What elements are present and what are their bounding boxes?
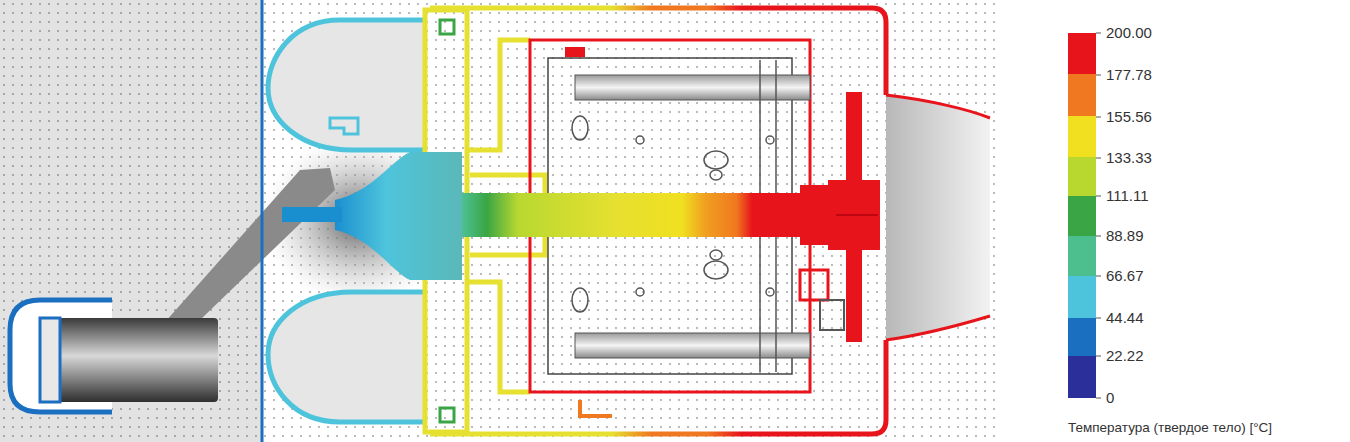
rotor-part bbox=[836, 214, 878, 216]
combustion-chamber-part-part bbox=[704, 261, 728, 279]
color-scale-part bbox=[1068, 116, 1096, 157]
rotor-part bbox=[846, 92, 862, 342]
compressor-frame-part bbox=[467, 282, 530, 392]
scale-value: 88.89 bbox=[1106, 227, 1144, 245]
outer-casing-part bbox=[886, 316, 990, 340]
combustion-chamber-part-part bbox=[710, 250, 722, 260]
color-scale-part-part bbox=[1096, 33, 1101, 34]
compressor-frame-part bbox=[467, 40, 530, 150]
scale-value: 155.56 bbox=[1106, 108, 1152, 126]
inlet-lips-part bbox=[268, 20, 425, 150]
combustion-chamber-part bbox=[820, 300, 844, 330]
color-scale-part-part bbox=[1096, 117, 1101, 118]
scale-value: 111.11 bbox=[1106, 187, 1149, 205]
color-scale-part-part bbox=[1096, 75, 1101, 76]
combustion-chamber-part-part bbox=[766, 136, 774, 144]
outer-casing-part bbox=[886, 95, 990, 340]
outer-casing-part bbox=[886, 95, 990, 118]
scale-value: 177.78 bbox=[1106, 66, 1152, 84]
starter-housing-part bbox=[40, 318, 60, 402]
inlet-lips-part bbox=[268, 292, 425, 422]
combustion-chamber-part bbox=[575, 333, 810, 358]
scale-title: Температура (твердое тело) [°C] bbox=[1068, 420, 1272, 436]
scale-value: 66.67 bbox=[1106, 267, 1144, 285]
outer-casing bbox=[430, 8, 990, 434]
combustion-chamber-part bbox=[580, 400, 612, 416]
background-part bbox=[0, 0, 1000, 442]
color-scale-part bbox=[1096, 33, 1101, 398]
color-scale-part-part bbox=[1096, 236, 1101, 237]
combustion-chamber-part bbox=[565, 47, 585, 57]
inlet-lips-part bbox=[261, 0, 264, 442]
combustion-chamber-part-part bbox=[710, 170, 722, 180]
rotor-part bbox=[440, 193, 830, 237]
rotor-part bbox=[282, 207, 342, 222]
color-scale-part-part bbox=[1096, 196, 1101, 197]
combustion-chamber-part-part bbox=[636, 288, 644, 296]
color-scale-part bbox=[1068, 33, 1096, 74]
combustion-chamber-part-part bbox=[636, 136, 644, 144]
color-scale-part bbox=[1068, 236, 1096, 276]
color-scale-part-part bbox=[1096, 318, 1101, 319]
compressor-frame-part bbox=[440, 20, 454, 34]
scale-value: 200.00 bbox=[1106, 24, 1152, 42]
scale-value: 22.22 bbox=[1106, 347, 1144, 365]
color-scale-part bbox=[1068, 356, 1096, 398]
color-scale-part bbox=[1068, 318, 1096, 356]
scale-value: 133.33 bbox=[1106, 149, 1152, 167]
color-scale-part-part bbox=[1096, 398, 1101, 399]
scale-value: 44.44 bbox=[1106, 309, 1144, 327]
color-scale-part bbox=[1068, 157, 1096, 196]
combustion-chamber-part-part bbox=[704, 151, 728, 169]
color-scale-part bbox=[1068, 196, 1096, 236]
color-scale-part bbox=[1068, 74, 1096, 116]
compressor-frame-part bbox=[440, 408, 454, 422]
background bbox=[0, 0, 1000, 442]
rotor-part bbox=[335, 152, 462, 280]
combustion-chamber-part-part bbox=[766, 288, 774, 296]
rotor-part bbox=[800, 185, 830, 245]
combustion-chamber-part-part bbox=[572, 288, 588, 312]
color-scale-part bbox=[1068, 276, 1096, 318]
color-scale-part-part bbox=[1096, 158, 1101, 159]
color-scale bbox=[1068, 33, 1101, 398]
combustion-chamber-part bbox=[800, 270, 828, 300]
background-part bbox=[0, 0, 262, 442]
color-scale-part-part bbox=[1096, 276, 1101, 277]
combustion-chamber-part-part bbox=[572, 116, 588, 140]
inlet-lips-part bbox=[330, 118, 358, 134]
rotor bbox=[282, 92, 880, 342]
color-scale-part-part bbox=[1096, 356, 1101, 357]
combustion-chamber-part bbox=[575, 75, 810, 100]
starter-housing-part bbox=[58, 318, 218, 402]
scale-value: 0 bbox=[1106, 389, 1114, 407]
